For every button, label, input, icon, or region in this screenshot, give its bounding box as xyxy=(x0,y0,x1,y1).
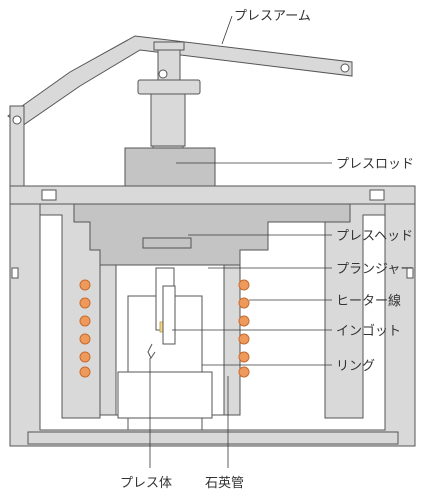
label-quartz-tube: 石英管 xyxy=(205,476,244,491)
leader-lines xyxy=(149,15,332,468)
label-ring: リング xyxy=(336,359,375,374)
press-head xyxy=(142,237,192,249)
label-heater-wire: ヒーター線 xyxy=(336,293,401,309)
label-plunger: プランジャー xyxy=(336,262,413,277)
press-rod-bracket xyxy=(137,41,201,95)
press-body xyxy=(147,343,156,359)
label-press-head: プレスヘッド xyxy=(336,229,413,244)
label-press-body: プレス体 xyxy=(120,476,172,491)
heater-wire-coils xyxy=(79,279,250,378)
rod-collar xyxy=(124,147,216,191)
label-ingot: インゴット xyxy=(336,323,401,339)
label-press-rod: プレスロッド xyxy=(336,157,414,172)
quartz-tube xyxy=(117,295,213,430)
label-press-arm: プレスアーム xyxy=(234,9,311,24)
press-arm xyxy=(7,35,353,189)
ring xyxy=(162,285,176,345)
